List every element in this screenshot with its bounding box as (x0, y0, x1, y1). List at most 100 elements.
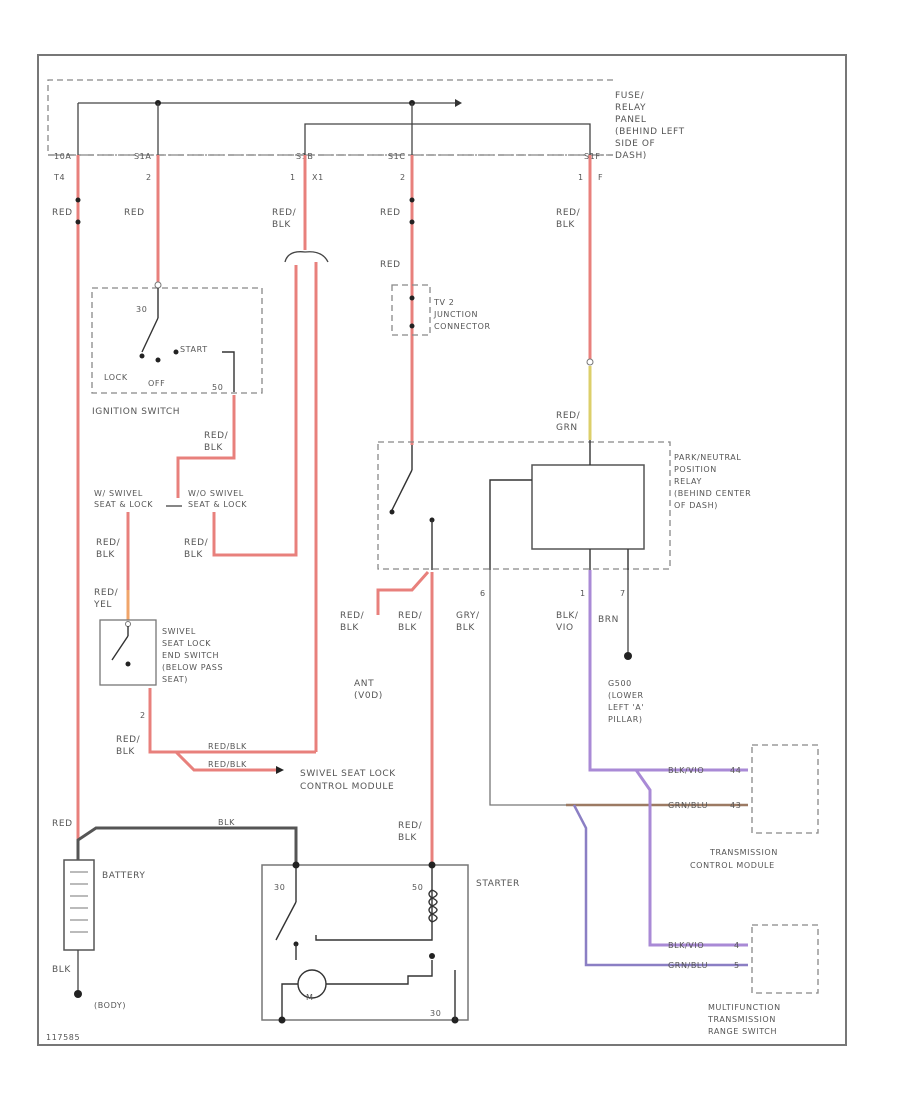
wire-color-label: BLK (218, 818, 235, 827)
wire-label: GRN/BLU (668, 801, 708, 810)
bus-arrow (455, 99, 462, 107)
wire-color-label: RED/ BLK (398, 821, 426, 843)
wire-node (75, 197, 81, 203)
motor-node (429, 953, 435, 959)
ground-point (74, 990, 82, 998)
wire-color-label: RED/ BLK (116, 735, 144, 757)
pin-label: 5 (734, 961, 740, 970)
pin-label: 1 (580, 589, 586, 598)
ign-start-label: START (180, 345, 208, 354)
fuse-label: S1A (134, 152, 151, 161)
mfrs-label: MULTIFUNCTION TRANSMISSION RANGE SWITCH (707, 1003, 784, 1036)
battery-cable (76, 826, 298, 865)
diagram-id: 117585 (46, 1033, 80, 1042)
wire-node (75, 219, 81, 225)
ignition-start-wire (176, 395, 236, 498)
wire-color-label: GRY/ BLK (456, 611, 483, 633)
pin-label: 43 (730, 801, 741, 810)
diagram-border (37, 54, 847, 1046)
pin-label: 44 (730, 766, 741, 775)
pin-label: X1 (312, 173, 324, 182)
tv2-connector-box (391, 284, 431, 336)
wire-color-label: RED/ BLK (96, 538, 124, 560)
swivel-switch-blade (111, 635, 129, 661)
battery-cells (70, 871, 88, 933)
wire-node (409, 219, 415, 225)
coil-lead (489, 479, 532, 520)
wire-label: RED/BLK (208, 760, 247, 769)
starter-terminal (292, 861, 300, 869)
connector-pin (409, 295, 415, 301)
wire-color-label: RED (52, 819, 73, 829)
bus-branch (304, 123, 591, 155)
wire-color-label: RED (52, 208, 73, 218)
pin-label: 2 (140, 711, 146, 720)
fuse-label: S1F (584, 152, 601, 161)
wire-color-label: RED/ BLK (556, 208, 584, 230)
switch-contact (125, 661, 131, 667)
wire-arrow (276, 766, 284, 774)
pin-label: 1 (290, 173, 296, 182)
splice (586, 358, 594, 366)
park-neutral-relay-box (377, 441, 671, 570)
ignition-switch-box (91, 287, 263, 394)
ground-point (624, 652, 632, 660)
wire-color-label: RED/ BLK (272, 208, 300, 230)
swivel-end-switch-box (99, 619, 157, 686)
swivel-module-wire-b (174, 750, 276, 772)
solenoid-coil (428, 889, 434, 923)
terminal-label: 50 (212, 383, 223, 392)
tcm-label: TRANSMISSION CONTROL MODULE (690, 848, 781, 870)
wire-color-label: RED/ BLK (398, 611, 426, 633)
swivel-switch-label: SWIVEL SEAT LOCK END SWITCH (BELOW PASS … (162, 627, 226, 684)
wire-color-label: BLK/ VIO (556, 611, 582, 633)
ignition-switch-label: IGNITION SWITCH (92, 407, 180, 417)
tv2-label: TV 2 JUNCTION CONNECTOR (433, 298, 491, 331)
starter-box (261, 864, 469, 1021)
swivel-module-label: SWIVEL SEAT LOCK CONTROL MODULE (300, 769, 399, 792)
connector-pin (409, 323, 415, 329)
starter-ground (278, 1016, 286, 1024)
fuse-relay-panel-box (47, 79, 613, 156)
terminal-label: 30 (430, 1009, 441, 1018)
wire-color-label: BRN (598, 615, 619, 625)
pin-label: 4 (734, 941, 740, 950)
mfrs-box (751, 924, 819, 994)
wire-node (409, 197, 415, 203)
pin-label: T4 (53, 173, 65, 182)
wire-label: BLK/VIO (668, 766, 704, 775)
terminal-label: 30 (136, 305, 147, 314)
tcm-box (751, 744, 819, 834)
fuse-panel-label: FUSE/ RELAY PANEL (BEHIND LEFT SIDE OF D… (615, 91, 688, 161)
switch-contact (155, 357, 161, 363)
fuse-label: 10A (54, 152, 71, 161)
anti-theft-label: ANT (V0D) (354, 679, 383, 701)
wire-color-label: RED (380, 260, 401, 270)
pin-label: 2 (146, 173, 152, 182)
switch-contact (173, 349, 179, 355)
ign-lock-label: LOCK (104, 373, 128, 382)
option-label: W/ SWIVEL SEAT & LOCK (94, 489, 153, 509)
wire-color-label: RED/ GRN (556, 411, 584, 433)
wire-label: BLK/VIO (668, 941, 704, 950)
motor-lead (281, 983, 298, 1020)
terminal-label: 30 (274, 883, 285, 892)
terminal (125, 621, 131, 627)
splice-bracket (284, 251, 329, 263)
terminal (154, 281, 162, 289)
solenoid-lead (315, 868, 433, 941)
pin-label: 7 (620, 589, 626, 598)
relay-switch-blade (391, 469, 413, 511)
relay-coil (531, 464, 645, 550)
no-swivel-wire (212, 265, 298, 557)
pin-label: 6 (480, 589, 486, 598)
swivel-switch-out-wire (148, 688, 176, 754)
wire-color-label: BLK (52, 965, 71, 975)
relay-contact (389, 509, 395, 515)
starter-label: STARTER (476, 879, 520, 889)
blkvio-wire (588, 570, 620, 772)
starter-terminal (428, 861, 436, 869)
battery-label: BATTERY (102, 871, 146, 881)
wire-color-label: RED/ BLK (184, 538, 212, 560)
